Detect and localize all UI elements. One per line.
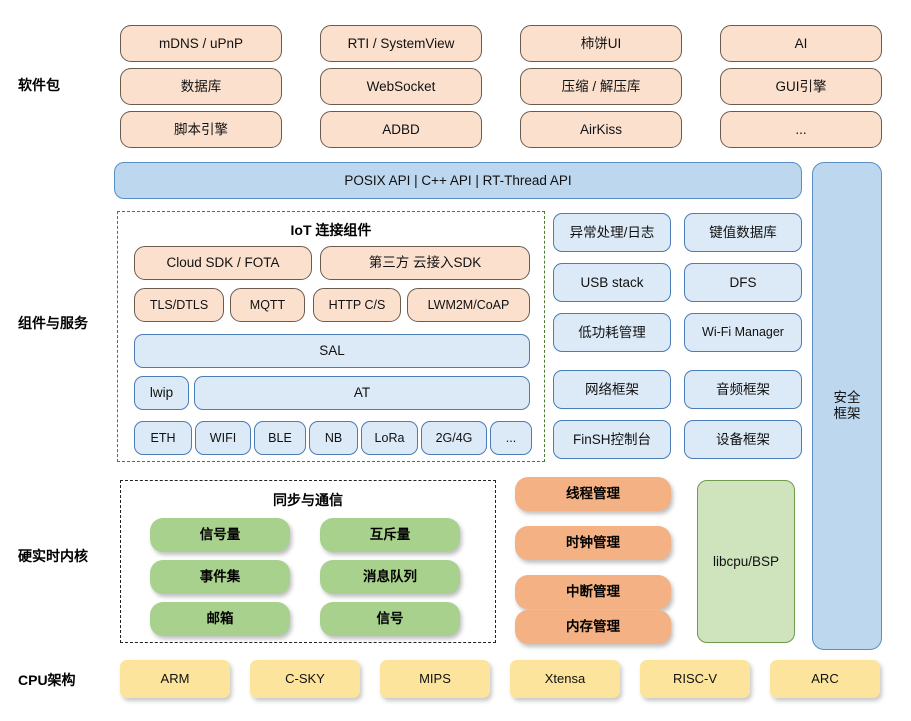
row-label-cpu-arch: CPU架构 [18,672,76,688]
package-box[interactable]: 压缩 / 解压库 [520,68,682,105]
kernel-sync-box[interactable]: 信号量 [150,518,290,552]
component-box[interactable]: Wi-Fi Manager [684,313,802,352]
iot-box-at[interactable]: AT [194,376,530,410]
sync-group-title: 同步与通信 [273,492,343,508]
component-box[interactable]: 键值数据库 [684,213,802,252]
component-box[interactable]: 网络框架 [553,370,671,409]
package-box[interactable]: GUI引擎 [720,68,882,105]
component-box[interactable]: 异常处理/日志 [553,213,671,252]
kernel-sync-box[interactable]: 信号 [320,602,460,636]
iot-box-lwip[interactable]: lwip [134,376,189,410]
cpu-arch-box[interactable]: C-SKY [250,660,360,698]
iot-box-third-party-sdk[interactable]: 第三方 云接入SDK [320,246,530,280]
cpu-arch-box[interactable]: ARM [120,660,230,698]
kernel-manager-box[interactable]: 内存管理 [515,610,671,644]
component-box[interactable]: DFS [684,263,802,302]
kernel-sync-box[interactable]: 事件集 [150,560,290,594]
libcpu-bsp-box[interactable]: libcpu/BSP [697,480,795,643]
iot-group-title: IoT 连接组件 [290,222,372,238]
row-label-components-services: 组件与服务 [18,315,88,331]
package-box[interactable]: WebSocket [320,68,482,105]
iot-link-2g4g[interactable]: 2G/4G [421,421,487,455]
iot-link-eth[interactable]: ETH [134,421,192,455]
kernel-manager-box[interactable]: 时钟管理 [515,526,671,560]
sync-group-container [120,480,496,643]
iot-link-wifi[interactable]: WIFI [195,421,251,455]
package-box[interactable]: 柿饼UI [520,25,682,62]
iot-link-more[interactable]: ... [490,421,532,455]
component-box[interactable]: 低功耗管理 [553,313,671,352]
package-box[interactable]: mDNS / uPnP [120,25,282,62]
cpu-arch-box[interactable]: Xtensa [510,660,620,698]
package-box[interactable]: ADBD [320,111,482,148]
row-label-hard-realtime-kernel: 硬实时内核 [18,548,88,564]
iot-box-cloud-sdk[interactable]: Cloud SDK / FOTA [134,246,312,280]
iot-box-http[interactable]: HTTP C/S [313,288,401,322]
component-box[interactable]: FinSH控制台 [553,420,671,459]
cpu-arch-box[interactable]: MIPS [380,660,490,698]
component-box[interactable]: USB stack [553,263,671,302]
iot-box-sal[interactable]: SAL [134,334,530,368]
iot-box-lwm2m[interactable]: LWM2M/CoAP [407,288,530,322]
iot-link-lora[interactable]: LoRa [361,421,418,455]
row-label-software-packages: 软件包 [18,77,60,93]
iot-link-nb[interactable]: NB [309,421,358,455]
kernel-sync-box[interactable]: 消息队列 [320,560,460,594]
component-box[interactable]: 设备框架 [684,420,802,459]
package-box[interactable]: AI [720,25,882,62]
kernel-sync-box[interactable]: 邮箱 [150,602,290,636]
package-box[interactable]: ... [720,111,882,148]
cpu-arch-box[interactable]: RISC-V [640,660,750,698]
iot-box-mqtt[interactable]: MQTT [230,288,305,322]
security-framework-box[interactable]: 安全 框架 [812,162,882,650]
iot-link-ble[interactable]: BLE [254,421,306,455]
package-box[interactable]: 数据库 [120,68,282,105]
api-bar: POSIX API | C++ API | RT-Thread API [114,162,802,199]
iot-group-container [117,211,545,462]
package-box[interactable]: AirKiss [520,111,682,148]
package-box[interactable]: RTI / SystemView [320,25,482,62]
package-box[interactable]: 脚本引擎 [120,111,282,148]
cpu-arch-box[interactable]: ARC [770,660,880,698]
kernel-sync-box[interactable]: 互斥量 [320,518,460,552]
iot-box-tls[interactable]: TLS/DTLS [134,288,224,322]
kernel-manager-box[interactable]: 中断管理 [515,575,671,609]
kernel-manager-box[interactable]: 线程管理 [515,477,671,511]
component-box[interactable]: 音频框架 [684,370,802,409]
